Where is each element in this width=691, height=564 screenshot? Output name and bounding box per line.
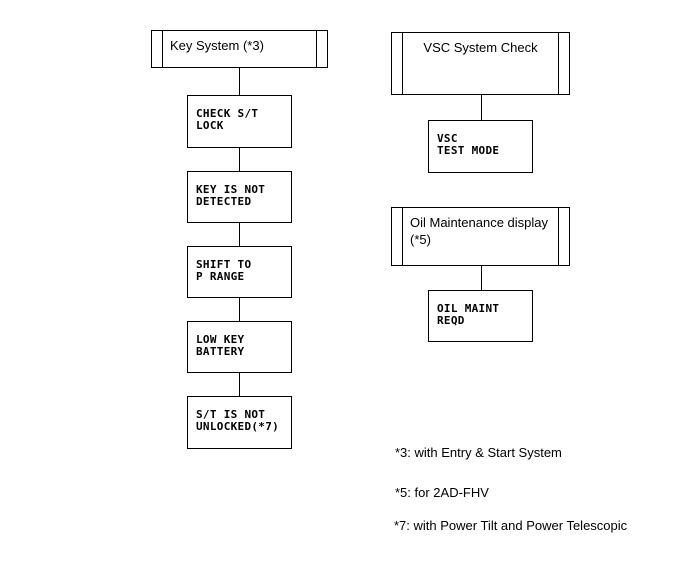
- vsc-system-header: VSC System Check: [391, 32, 570, 95]
- key-item-key-not-detected: KEY IS NOT DETECTED: [187, 171, 292, 223]
- header-right-bar: [316, 31, 317, 67]
- connector-line: [239, 68, 240, 95]
- key-item-label: CHECK S/T LOCK: [196, 107, 259, 132]
- header-left-bar: [402, 33, 403, 94]
- key-item-low-key-battery: LOW KEY BATTERY: [187, 321, 292, 373]
- header-right-bar: [558, 33, 559, 94]
- connector-line: [481, 95, 482, 120]
- key-item-st-not-unlocked: S/T IS NOT UNLOCKED(*7): [187, 396, 292, 449]
- connector-line: [239, 223, 240, 246]
- oil-maintenance-header-label: Oil Maintenance display (*5): [410, 215, 549, 247]
- key-system-header-label: Key System (*3): [170, 38, 264, 53]
- oil-item-maint-reqd: OIL MAINT REQD: [428, 290, 533, 342]
- oil-item-label: OIL MAINT REQD: [437, 302, 500, 327]
- connector-line: [481, 266, 482, 290]
- key-item-label: S/T IS NOT UNLOCKED(*7): [196, 408, 280, 433]
- connector-line: [239, 373, 240, 396]
- oil-maintenance-header: Oil Maintenance display (*5): [391, 207, 570, 266]
- footnote-7: *7: with Power Tilt and Power Telescopic: [394, 518, 628, 533]
- footnote-5: *5: for 2AD-FHV: [395, 485, 489, 500]
- vsc-system-header-label: VSC System Check: [423, 40, 538, 55]
- key-item-label: LOW KEY BATTERY: [196, 333, 245, 358]
- connector-line: [239, 298, 240, 321]
- header-left-bar: [402, 208, 403, 265]
- header-right-bar: [558, 208, 559, 265]
- vsc-item-test-mode: VSC TEST MODE: [428, 120, 533, 173]
- key-item-label: SHIFT TO P RANGE: [196, 258, 252, 283]
- header-left-bar: [162, 31, 163, 67]
- key-system-header: Key System (*3): [151, 30, 328, 68]
- key-item-shift-to-p-range: SHIFT TO P RANGE: [187, 246, 292, 298]
- key-item-check-st-lock: CHECK S/T LOCK: [187, 95, 292, 148]
- vsc-item-label: VSC TEST MODE: [437, 132, 500, 157]
- key-item-label: KEY IS NOT DETECTED: [196, 183, 266, 208]
- connector-line: [239, 148, 240, 171]
- footnote-3: *3: with Entry & Start System: [395, 445, 562, 460]
